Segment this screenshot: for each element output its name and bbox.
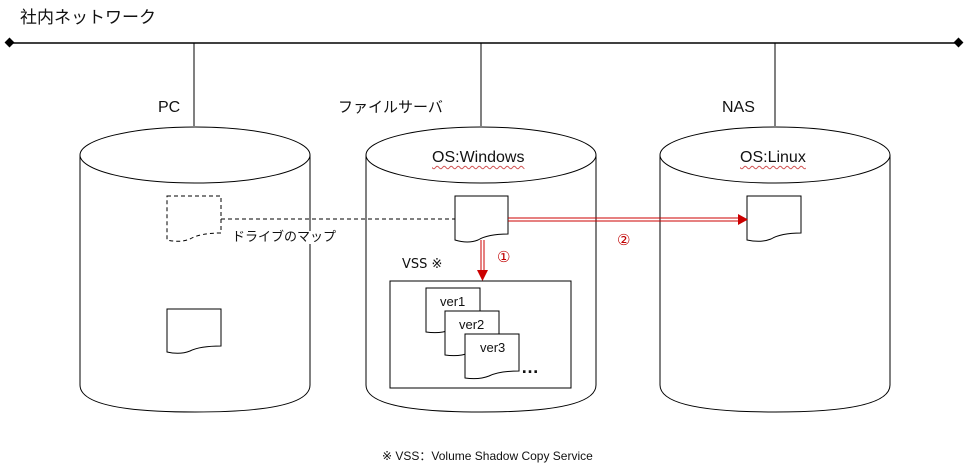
pc-cylinder — [79, 126, 311, 413]
footnote: ※ VSS：Volume Shadow Copy Service — [382, 449, 593, 463]
nas-document-icon — [746, 195, 802, 242]
network-bus-endpoint-left — [4, 37, 15, 48]
step-2-label: ② — [617, 232, 631, 249]
pc-document-icon — [166, 308, 222, 354]
more-versions-ellipsis: … — [521, 357, 540, 377]
network-bus-endpoint-right — [953, 37, 964, 48]
version-label-1: ver1 — [440, 294, 466, 309]
arrow-step-2 — [508, 214, 748, 225]
version-label-2: ver2 — [459, 317, 485, 332]
version-document-icon-3 — [464, 333, 520, 380]
vss-label: VSS ※ — [402, 257, 443, 272]
drive-map-label: ドライブのマップ — [232, 230, 337, 245]
arrow-step-1 — [477, 240, 488, 281]
pc-label: PC — [158, 99, 181, 116]
server-os-label: OS:Windows — [432, 149, 525, 166]
server-cylinder — [365, 126, 597, 413]
file-server-label: ファイルサーバ — [338, 98, 443, 116]
nas-os-label: OS:Linux — [740, 149, 806, 166]
mapped-drive-document-icon — [166, 195, 222, 242]
server-document-icon — [454, 195, 509, 243]
step-1-label: ① — [497, 249, 511, 266]
network-label: 社内ネットワーク — [20, 8, 156, 28]
nas-label: NAS — [722, 99, 755, 116]
nas-cylinder — [659, 126, 891, 413]
version-label-3: ver3 — [480, 340, 506, 355]
